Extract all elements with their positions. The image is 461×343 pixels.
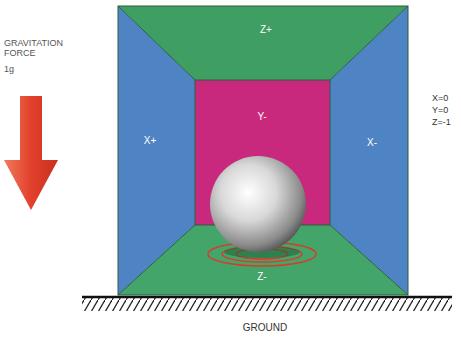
face-label: Y- (257, 111, 266, 123)
face-label: Z+ (260, 24, 272, 36)
ground-label: GROUND (243, 322, 287, 334)
face-label: Z- (257, 271, 266, 283)
force-label: GRAVITATION FORCE (4, 38, 70, 59)
steel-ball (210, 156, 306, 252)
face-label: X- (367, 137, 377, 149)
ground-hatch (82, 298, 452, 311)
gravity-arrow (4, 96, 58, 210)
axis-value: Z=-1 (432, 117, 451, 127)
ground-line (82, 296, 452, 299)
axis-value: Y=0 (432, 105, 448, 115)
face-edges (118, 6, 408, 295)
face-label: X+ (144, 135, 157, 147)
axis-value: X=0 (432, 93, 448, 103)
force-value: 1g (4, 64, 14, 74)
